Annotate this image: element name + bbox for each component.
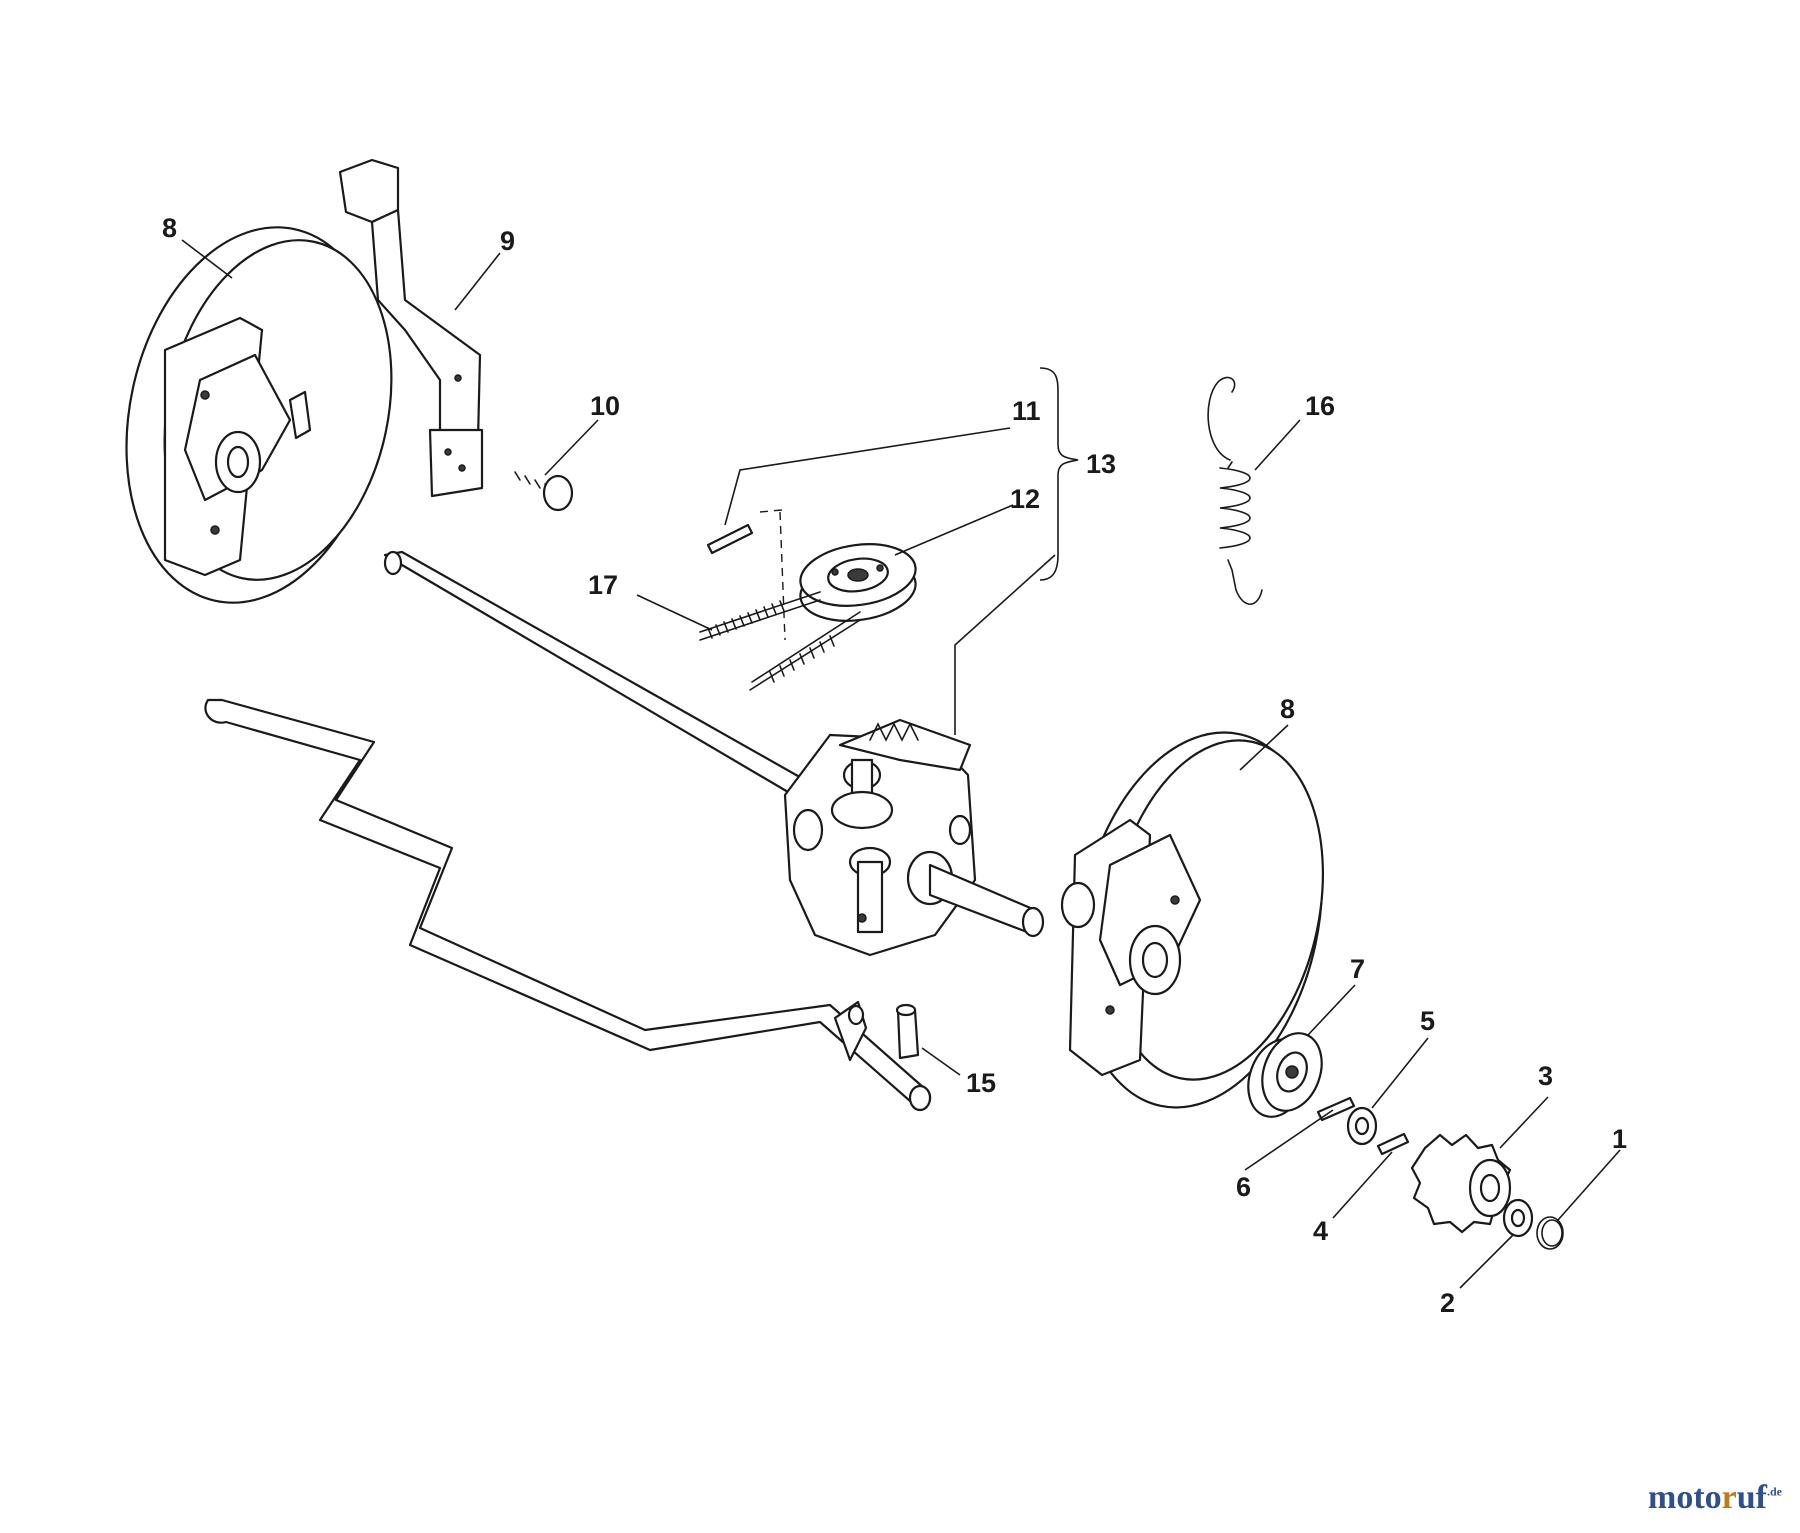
callout-12: 12	[1010, 484, 1040, 514]
pulley-part	[799, 543, 917, 622]
screw-part	[514, 471, 574, 512]
callout-1: 1	[1612, 1124, 1627, 1154]
bearing-part	[1247, 1032, 1323, 1118]
callout-17: 17	[588, 570, 618, 600]
callout-2: 2	[1440, 1288, 1455, 1318]
left-wheel-part	[125, 226, 393, 604]
callout-16: 16	[1305, 391, 1335, 421]
callout-7: 7	[1350, 954, 1365, 984]
pin-part	[706, 523, 754, 555]
callout-5: 5	[1420, 1006, 1435, 1036]
callout-labels: 1 2 3 4 5 6 7 8 8 9 10 11 12 13 15 16 17	[162, 213, 1627, 1318]
belt-part	[699, 591, 861, 691]
callout-8-right: 8	[1280, 694, 1295, 724]
callout-15: 15	[966, 1068, 996, 1098]
washer-small-part	[1502, 1198, 1534, 1238]
bracket-part	[338, 158, 484, 498]
callout-6: 6	[1236, 1172, 1251, 1202]
tension-spring-part	[1207, 376, 1263, 606]
watermark-part1: moto	[1648, 1479, 1722, 1516]
gear-part	[1410, 1133, 1512, 1234]
callout-4: 4	[1313, 1216, 1328, 1246]
right-wheel-part	[1060, 731, 1325, 1109]
roll-pin-part	[895, 1003, 920, 1060]
watermark-logo: motoruf.de	[1648, 1479, 1782, 1517]
gearbox-part	[783, 718, 1045, 957]
callout-8-left: 8	[162, 213, 177, 243]
circlip-part	[1536, 1216, 1564, 1250]
callout-13: 13	[1086, 449, 1116, 479]
washer-part	[1346, 1106, 1378, 1146]
key-small-part	[1376, 1132, 1410, 1156]
watermark-suffix: .de	[1767, 1484, 1782, 1499]
handle-rod-part	[204, 698, 932, 1112]
callout-11: 11	[1012, 396, 1041, 426]
callout-9: 9	[500, 226, 515, 256]
watermark-part2: r	[1721, 1479, 1737, 1516]
callout-10: 10	[590, 391, 620, 421]
callout-3: 3	[1538, 1061, 1553, 1091]
leader-lines	[181, 239, 1621, 1289]
watermark-part3: uf	[1736, 1479, 1767, 1516]
